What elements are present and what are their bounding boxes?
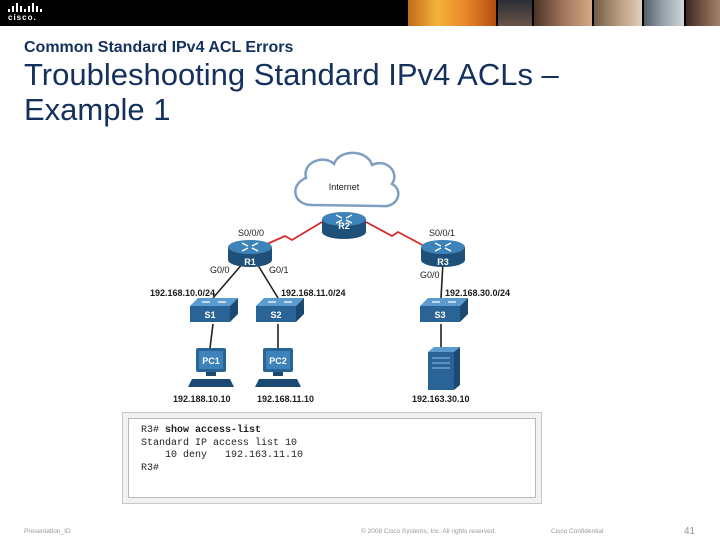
ethernet-links [209,261,444,352]
router-r3-label: R3 [437,257,449,267]
cli-line: R3# show access-list [141,425,535,438]
serial-link-r2-r3 [365,221,429,249]
interface-label-r1-g00: G0/0 [210,265,230,275]
serial-link-r1-r2 [257,221,323,249]
pc2-label: PC2 [269,356,287,366]
interface-label-r1-s000: S0/0/0 [238,228,264,238]
footer-copyright: © 2008 Cisco Systems, Inc. All rights re… [361,528,497,535]
switch-s2-icon [256,298,304,322]
header-photo [534,0,592,26]
host-ip-server: 192.163.30.10 [412,394,470,404]
server-icon [428,347,460,390]
cisco-bridge-bars-icon [8,3,44,12]
network-label-lan10: 192.168.10.0/24 [150,288,215,298]
switch-s1-label: S1 [204,310,215,320]
cli-command: show access-list [165,425,262,436]
header-photo [408,0,496,26]
header-photo [644,0,684,26]
header-photo [594,0,642,26]
cli-output-text: R3# show access-list Standard IP access … [128,418,536,498]
router-r3-icon [421,240,465,267]
cli-line: Standard IP access list 10 [141,437,298,449]
cli-output-panel: R3# show access-list Standard IP access … [122,412,542,504]
cisco-logo: cisco. [8,3,44,23]
cli-line: 10 deny 192.163.11.10 [141,450,304,461]
interface-label-r3-g00: G0/0 [420,270,440,280]
pc1-label: PC1 [202,356,220,366]
cisco-logo-text: cisco. [8,13,37,22]
cli-prompt: R3# [141,462,160,474]
footer-confidential: Cisco Confidential [551,528,604,535]
slide-title: Troubleshooting Standard IPv4 ACLs – Exa… [24,57,559,127]
switch-s3-icon [420,298,468,322]
header-photo [686,0,720,26]
router-r2-icon [322,212,366,239]
header-bar: cisco. [0,0,720,26]
footer-presentation-id: Presentation_ID [24,528,71,535]
pc1-icon [188,348,234,387]
switch-s2-label: S2 [270,310,281,320]
switch-s1-icon [190,298,238,322]
network-label-lan11: 192.168.11.0/24 [281,288,346,298]
host-ip-pc2: 192.168.11.10 [257,394,314,404]
router-r1-label: R1 [244,257,256,267]
router-r1-icon [228,240,272,267]
cloud-label: Internet [329,182,360,192]
router-r2-label: R2 [338,221,350,231]
interface-label-r3-s001: S0/0/1 [429,228,455,238]
host-ip-pc1: 192.188.10.10 [173,394,231,404]
internet-cloud-icon [294,151,400,208]
slide-subtitle: Common Standard IPv4 ACL Errors [24,39,294,56]
pc2-icon [255,348,301,387]
cli-prompt: R3# [141,425,160,436]
network-label-lan30: 192.168.30.0/24 [445,288,510,298]
header-photo [498,0,532,26]
header-photo-strip [408,0,720,26]
page-number: 41 [684,526,696,537]
interface-label-r1-g01: G0/1 [269,265,289,275]
switch-s3-label: S3 [434,310,445,320]
